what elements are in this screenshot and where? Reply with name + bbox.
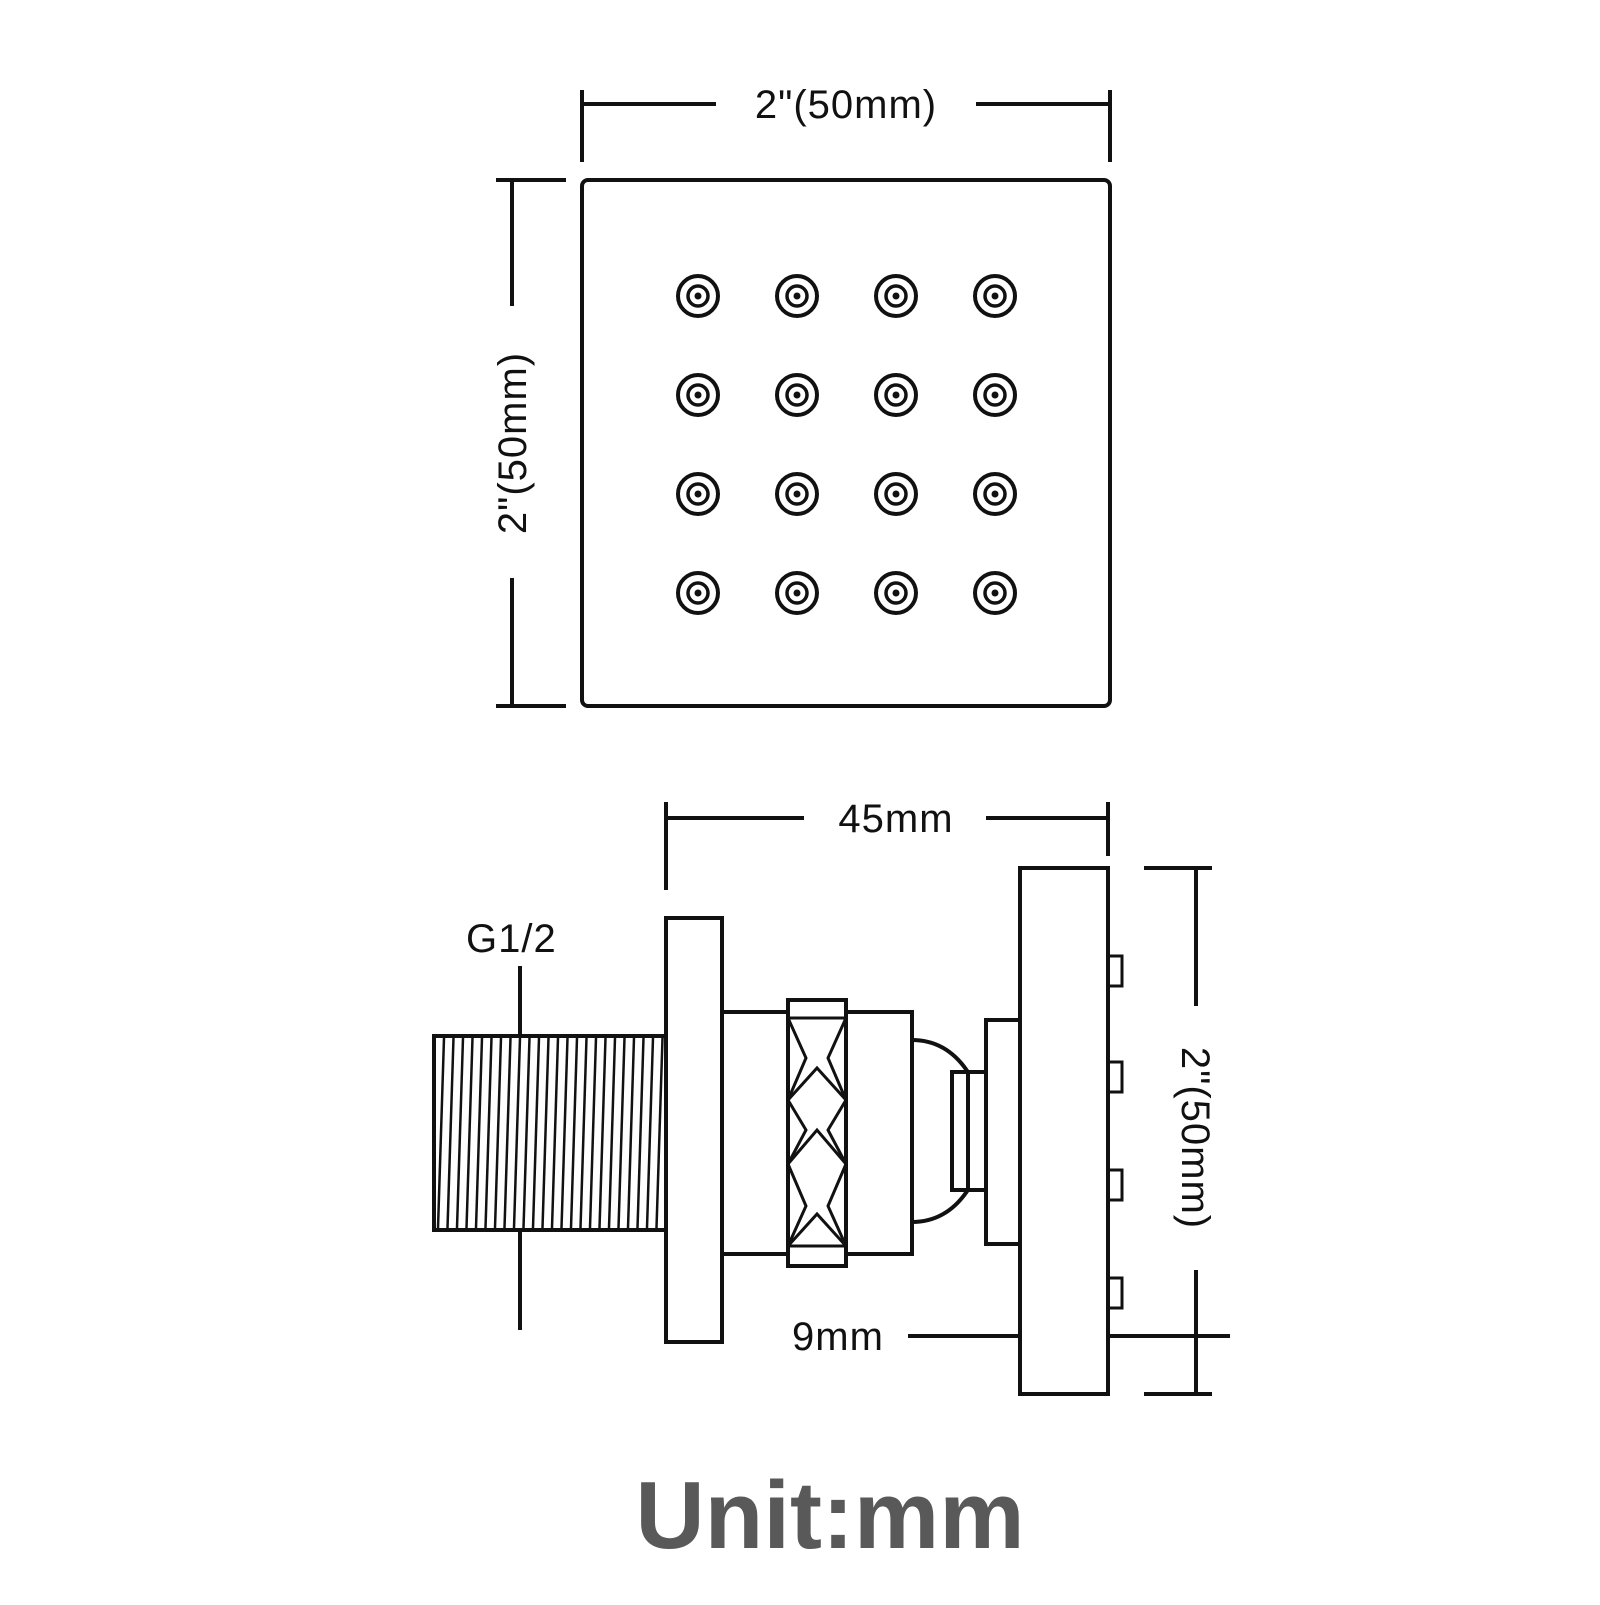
nozzle-icon [874,274,918,318]
top-view: 2"(50mm) 2"(50mm) [491,83,1112,708]
ball-joint [911,1038,970,1224]
nozzle-icon [973,274,1017,318]
thread-line [636,1037,645,1229]
nozzle-grid [676,274,1017,615]
nozzle-icon [676,571,720,615]
thread-line [645,1037,655,1229]
thread-line [626,1037,636,1229]
nozzle-icon [874,571,918,615]
top-width-dimension: 2"(50mm) [580,83,1112,162]
nozzle-icon [874,472,918,516]
thread-line [512,1037,522,1229]
side-nozzle [1106,954,1124,988]
thread-line [541,1037,550,1229]
thread-line [522,1037,531,1229]
side-nozzle [1106,1276,1124,1310]
thread-line [436,1037,446,1229]
thread-line [598,1037,607,1229]
thread-line [607,1037,617,1229]
side-height-dimension: 2"(50mm) [1144,866,1217,1396]
nozzle-icon [676,274,720,318]
nozzle-icon [973,373,1017,417]
body-sleeve [720,1010,790,1256]
thread-line [493,1037,503,1229]
thickness-dimension: 9mm [792,1315,1230,1359]
nozzle-icon [676,373,720,417]
nozzle-icon [973,571,1017,615]
length-dimension: 45mm [664,797,1110,890]
thread-line [579,1037,588,1229]
side-nozzle [1106,1060,1124,1094]
faceplate-outline [580,178,1112,708]
nozzle-icon [775,373,819,417]
thread-line [474,1037,484,1229]
length-label: 45mm [838,797,953,841]
thread-line [531,1037,541,1229]
thread-line [503,1037,512,1229]
thread-line [455,1037,465,1229]
spacer-block [984,1018,1022,1246]
hex-nut [786,998,848,1268]
thread-lines [436,1037,664,1229]
thread-label: G1/2 [466,917,557,961]
collar [844,1010,914,1256]
nozzle-icon [775,472,819,516]
nozzle-icon [676,472,720,516]
unit-label: Unit:mm [635,1462,1024,1569]
threaded-pipe [432,1034,668,1232]
nozzle-icon [973,472,1017,516]
thread-line [588,1037,598,1229]
thread-line [484,1037,493,1229]
head-plate [1018,866,1110,1396]
side-nozzle [1106,1168,1124,1202]
thread-line [550,1037,560,1229]
thread-line [655,1037,664,1229]
thread-line [446,1037,455,1229]
mounting-flange [664,916,724,1344]
top-height-dimension: 2"(50mm) [491,178,566,708]
nozzle-icon [775,274,819,318]
nozzle-icon [874,373,918,417]
thread-line [617,1037,626,1229]
top-height-label: 2"(50mm) [491,352,535,534]
thread-line [465,1037,474,1229]
side-height-label: 2"(50mm) [1173,1047,1217,1229]
thread-line [569,1037,579,1229]
side-nozzles [1106,954,1124,1310]
thread-line [560,1037,569,1229]
side-view: 45mm G1/2 [432,797,1230,1396]
nozzle-icon [775,571,819,615]
top-width-label: 2"(50mm) [755,83,937,127]
thickness-label: 9mm [792,1315,884,1359]
